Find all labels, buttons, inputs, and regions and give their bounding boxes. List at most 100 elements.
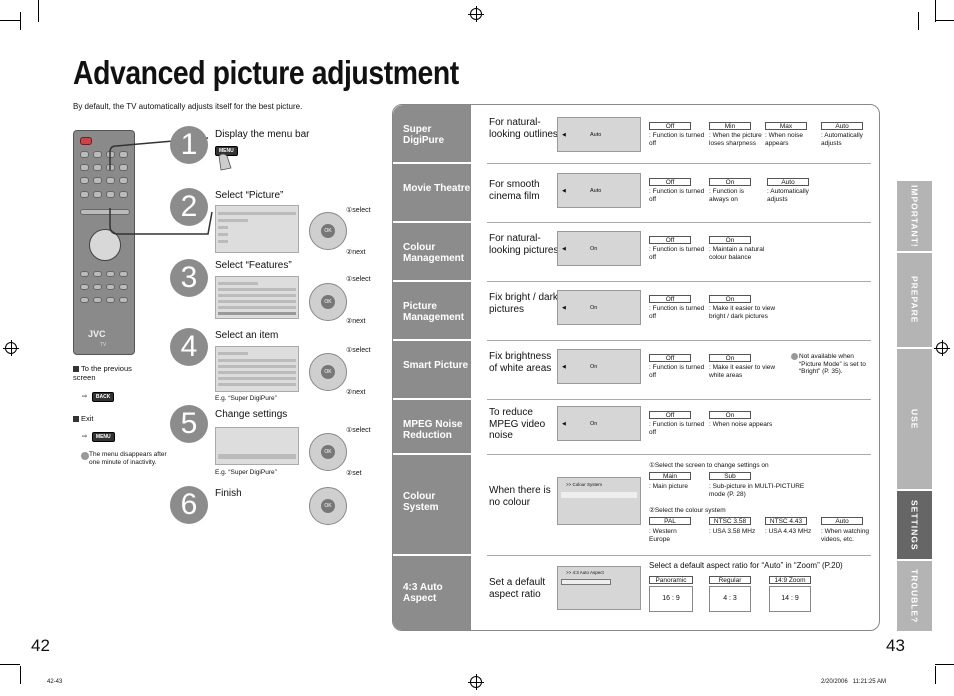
exit-label: Exit bbox=[81, 414, 94, 423]
screen-value: On bbox=[590, 246, 598, 252]
aspect-ratio-box: 4 : 3 bbox=[709, 586, 751, 612]
ok-label: OK bbox=[321, 445, 335, 459]
row-description: For natural-looking outlines bbox=[489, 117, 558, 140]
screen-value: Auto bbox=[590, 188, 602, 194]
footer-right: 2/20/2006 11:21:25 AM bbox=[821, 679, 886, 685]
option-desc: : Function is turned off bbox=[649, 246, 705, 261]
remote-key bbox=[80, 297, 89, 303]
tab-use[interactable]: USE bbox=[897, 349, 932, 489]
option-desc: : When noise appears bbox=[765, 132, 803, 147]
crop-mark bbox=[935, 20, 954, 21]
option-box: Off bbox=[649, 354, 691, 362]
ok-label: OK bbox=[321, 365, 335, 379]
step-number: 2 bbox=[170, 188, 208, 226]
option-desc: : When watching videos, etc. bbox=[821, 528, 870, 543]
instruction-text: ②Select the colour system bbox=[649, 507, 726, 514]
option-desc: : When the picture loses sharpness bbox=[709, 132, 762, 147]
step-label: Change settings bbox=[215, 409, 288, 420]
crop-mark bbox=[935, 0, 936, 22]
step-label: Finish bbox=[215, 488, 242, 499]
row-description: When there is no colour bbox=[489, 485, 551, 508]
back-button-icon: BACK bbox=[91, 392, 115, 402]
settings-screen bbox=[215, 427, 299, 465]
step-label: Select “Features” bbox=[215, 260, 292, 271]
aspect-screen: >> 4:3 Auto Aspect bbox=[557, 566, 641, 610]
row-description: For natural-looking pictures bbox=[489, 233, 559, 256]
registration-mark bbox=[468, 674, 484, 690]
instruction-text: Select a default aspect ratio for “Auto”… bbox=[649, 561, 843, 570]
step-number: 4 bbox=[170, 328, 208, 366]
power-button bbox=[80, 137, 92, 145]
remote-tv-label: TV bbox=[100, 342, 107, 348]
registration-mark bbox=[934, 340, 950, 356]
tab-label: SETTINGS bbox=[909, 499, 920, 551]
option-box: On bbox=[709, 354, 751, 362]
option-box: 14:9 Zoom bbox=[769, 576, 811, 584]
remote-key bbox=[80, 177, 89, 184]
aspect-ratio-box: 14 : 9 bbox=[769, 586, 811, 612]
category-43-auto-aspect: 4:3 Auto Aspect bbox=[393, 556, 471, 630]
option-box: Off bbox=[649, 122, 691, 130]
option-box: Off bbox=[649, 295, 691, 303]
ok-wheel-icon: OK bbox=[309, 212, 347, 250]
set-callout: ②set bbox=[346, 470, 362, 477]
tab-label: IMPORTANT! bbox=[909, 184, 920, 248]
bullet-square bbox=[73, 366, 79, 373]
option-desc: : When noise appears bbox=[709, 421, 773, 428]
example-caption: E.g. “Super DigiPure” bbox=[215, 395, 277, 402]
remote-key bbox=[119, 297, 128, 303]
page-title: Advanced picture adjustment bbox=[73, 54, 459, 91]
step-label: Display the menu bar bbox=[215, 129, 310, 140]
option-box: PAL bbox=[649, 517, 691, 525]
screen-value: On bbox=[590, 364, 598, 370]
tab-label: PREPARE bbox=[909, 276, 920, 324]
option-desc: : Main picture bbox=[649, 483, 689, 490]
back-btn-hint: ⇨ BACK bbox=[82, 385, 115, 403]
intro-text: By default, the TV automatically adjusts… bbox=[73, 102, 303, 111]
page-number-left: 42 bbox=[31, 636, 50, 655]
option-box: Min bbox=[709, 122, 751, 130]
option-desc: : Function is always on bbox=[709, 188, 745, 203]
ok-label: OK bbox=[321, 295, 335, 309]
option-box: Off bbox=[649, 178, 691, 186]
example-caption: E.g. “Super DigiPure” bbox=[215, 469, 277, 476]
category-movie-theatre: Movie Theatre bbox=[393, 164, 471, 221]
screen-value: Auto bbox=[590, 132, 602, 138]
step-number: 3 bbox=[170, 259, 208, 297]
arrow-icon: ⇨ bbox=[82, 393, 88, 400]
option-desc: : Maintain a natural colour balance bbox=[709, 246, 765, 261]
tab-settings[interactable]: SETTINGS bbox=[897, 491, 932, 559]
remote-key bbox=[106, 177, 115, 184]
remote-key bbox=[93, 177, 102, 184]
option-box: Regular bbox=[709, 576, 751, 584]
crop-mark bbox=[38, 0, 39, 22]
remote-key bbox=[93, 191, 102, 198]
option-box: Max bbox=[765, 122, 807, 130]
ok-wheel-icon: OK bbox=[309, 433, 347, 471]
tab-trouble[interactable]: TROUBLE? bbox=[897, 561, 932, 631]
screen-value: On bbox=[590, 305, 598, 311]
option-box: Panoramic bbox=[649, 576, 693, 584]
remote-key bbox=[93, 284, 102, 290]
picture-menu-screen bbox=[215, 205, 299, 253]
option-desc: : Function is turned off bbox=[649, 305, 705, 320]
screen-title: >> 4:3 Auto Aspect bbox=[566, 570, 604, 575]
remote-key bbox=[80, 271, 89, 277]
crop-mark bbox=[935, 666, 936, 684]
option-box: Sub bbox=[709, 472, 751, 480]
option-box: Auto bbox=[821, 517, 863, 525]
option-box: Off bbox=[649, 236, 691, 244]
remote-key bbox=[80, 191, 89, 198]
tab-prepare[interactable]: PREPARE bbox=[897, 253, 932, 347]
row-description: Fix bright / dark pictures bbox=[489, 292, 558, 315]
option-desc: : Function is turned off bbox=[649, 364, 705, 379]
crop-mark bbox=[0, 664, 20, 665]
next-callout: ②next bbox=[346, 318, 366, 325]
tab-important[interactable]: IMPORTANT! bbox=[897, 181, 932, 251]
ok-wheel-icon: OK bbox=[309, 487, 347, 525]
option-desc: : Make it easier to view white areas bbox=[709, 364, 776, 379]
section-tabs: IMPORTANT! PREPARE USE SETTINGS TROUBLE? bbox=[897, 181, 932, 631]
page-number-right: 43 bbox=[886, 636, 905, 655]
row-description: To reduce MPEG video noise bbox=[489, 407, 546, 441]
option-box: NTSC 3.58 bbox=[709, 517, 751, 525]
